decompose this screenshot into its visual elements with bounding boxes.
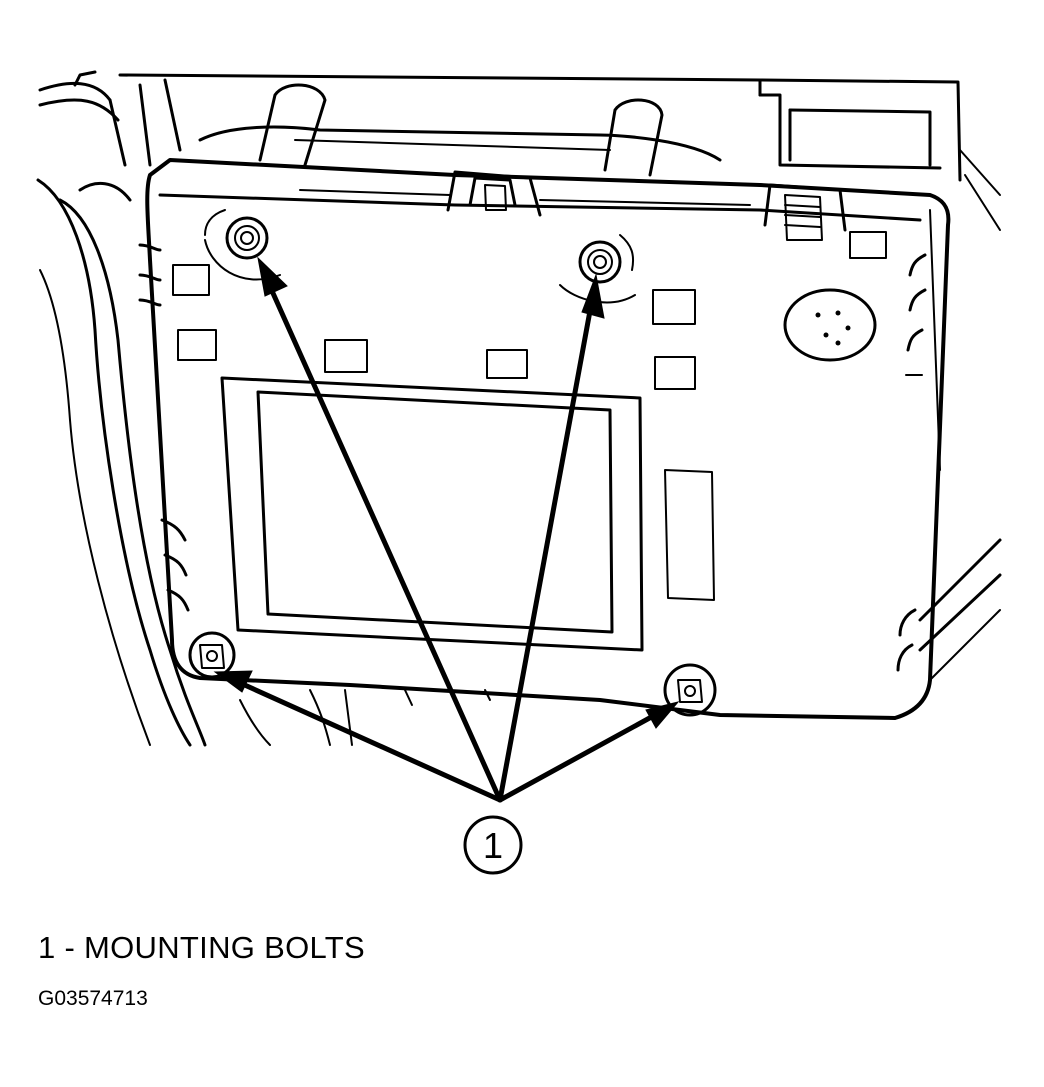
mounting-bolt-bottom-right xyxy=(663,663,717,717)
left-hoses xyxy=(36,70,207,747)
legend-text: MOUNTING BOLTS xyxy=(84,930,365,965)
callout-1: 1 xyxy=(463,815,523,875)
legend-entry: 1 - MOUNTING BOLTS xyxy=(38,930,365,966)
mounting-bolt-top-left xyxy=(204,209,281,281)
mounting-bolt-bottom-left xyxy=(188,631,236,679)
callout-arrows xyxy=(213,256,680,803)
callout-number: 1 xyxy=(483,825,503,866)
legend-separator: - xyxy=(64,930,76,965)
legend-number: 1 xyxy=(38,930,56,965)
top-bracket xyxy=(118,73,1001,231)
module-body xyxy=(138,158,951,720)
lower-structure xyxy=(239,538,1002,746)
figure-id: G03574713 xyxy=(38,987,148,1010)
